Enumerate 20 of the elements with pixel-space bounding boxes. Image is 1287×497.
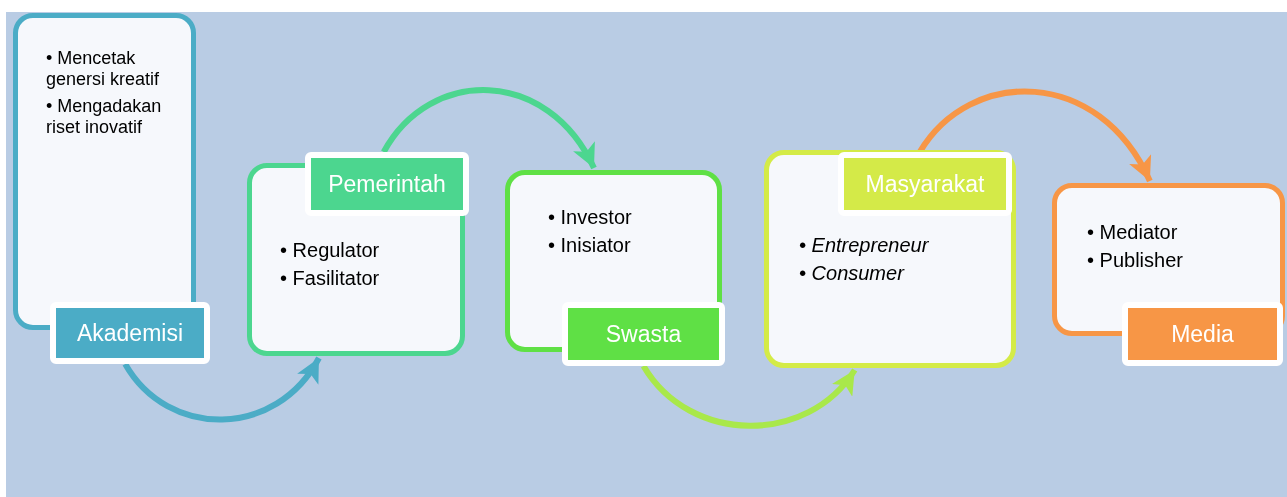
bullet-text: • Investor [548, 205, 633, 230]
curved-arrow [122, 356, 322, 423]
bullet-text: • Entrepreneur [799, 233, 930, 258]
bullet-text: • Publisher [1087, 248, 1184, 273]
curved-arrow [641, 364, 858, 429]
curved-arrow [917, 88, 1153, 183]
curved-arrow [381, 87, 597, 170]
bullet-text: • Consumer [799, 261, 906, 286]
bullet-text: • Mediator [1087, 220, 1179, 245]
role-label: Media [1122, 302, 1283, 366]
bullet-text: • Mencetak genersi kreatif [46, 48, 161, 90]
bullet-text: • Mengadakan riset inovatif [46, 96, 163, 138]
role-label: Masyarakat [838, 152, 1012, 216]
role-label: Pemerintah [305, 152, 469, 216]
bullet-text: • Fasilitator [280, 266, 381, 291]
role-label: Swasta [562, 302, 725, 366]
role-card [764, 150, 1016, 368]
role-label: Akademisi [50, 302, 210, 364]
bullet-text: • Inisiator [548, 233, 632, 258]
bullet-text: • Regulator [280, 238, 381, 263]
